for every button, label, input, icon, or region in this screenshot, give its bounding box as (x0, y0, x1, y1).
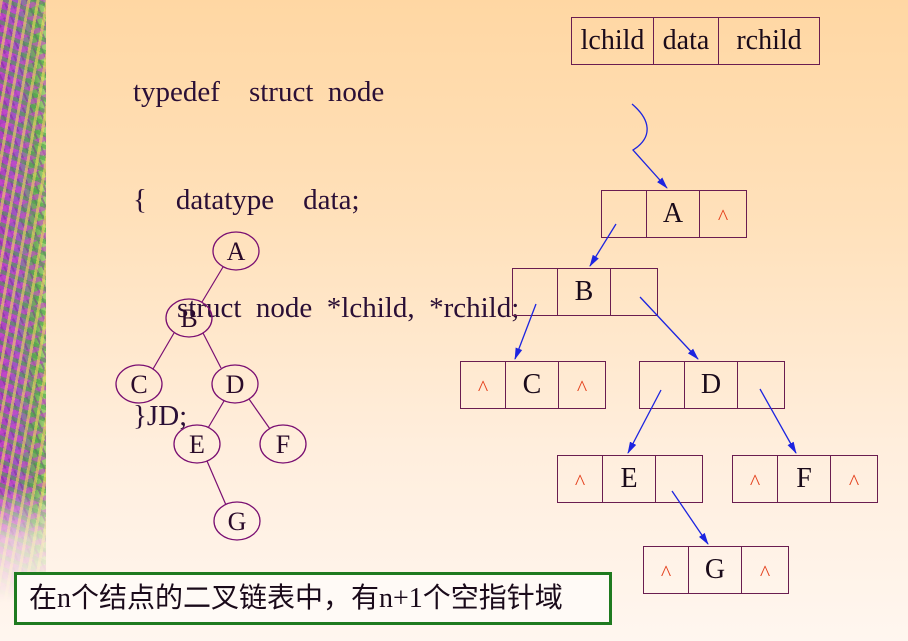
tree-edge-d-f (248, 398, 271, 430)
list-node-c: ^ C ^ (460, 361, 606, 409)
tree-node-b: B (165, 298, 213, 338)
list-node-g-rchild-value: ^ (759, 560, 771, 585)
list-node-c-rchild-value: ^ (576, 375, 588, 400)
list-node-d-data: D (685, 362, 738, 408)
code-line-data-field: { datatype data; (133, 184, 360, 216)
code-line-typedef: typedef struct node (133, 76, 385, 108)
list-node-f: ^ F ^ (732, 455, 878, 503)
tree-node-c: C (115, 364, 163, 404)
tree-node-e-label: E (189, 430, 205, 459)
tree-node-b-circle (165, 298, 213, 338)
tree-node-f-circle (259, 424, 307, 464)
list-node-b-data: B (558, 269, 611, 315)
tree-node-a: A (212, 231, 260, 271)
pointer-arrow-e-to-g (671, 490, 709, 545)
caption-box: 在n个结点的二叉链表中，有n+1个空指针域 (14, 572, 612, 625)
list-node-d-lchild (640, 362, 685, 408)
tree-edge-e-g (206, 460, 227, 506)
tree-edge-a-b (201, 266, 224, 303)
tree-node-a-label: A (227, 237, 246, 266)
format-rchild-cell: rchild (736, 25, 802, 56)
tree-node-a-circle (212, 231, 260, 271)
list-node-e-lchild: ^ (558, 456, 603, 502)
root-pointer-arrow (631, 103, 668, 189)
list-node-g-lchild-value: ^ (660, 560, 672, 585)
pointer-arrow-b-to-d (639, 296, 699, 360)
list-node-g-data: G (689, 547, 742, 593)
tree-node-d-label: D (226, 370, 245, 399)
tree-node-g-label: G (228, 507, 247, 536)
list-node-g: ^ G ^ (643, 546, 789, 594)
list-node-f-lchild-value: ^ (749, 469, 761, 494)
list-node-g-rchild: ^ (742, 547, 788, 593)
format-lchild-cell: lchild (572, 18, 654, 64)
list-node-g-lchild: ^ (644, 547, 689, 593)
tree-node-d: D (211, 364, 259, 404)
list-node-f-rchild-value: ^ (848, 469, 860, 494)
list-node-b: B (512, 268, 658, 316)
list-node-f-lchild: ^ (733, 456, 778, 502)
format-data-cell: data (654, 18, 719, 64)
list-node-d: D (639, 361, 785, 409)
list-node-a-rchild: ^ (700, 191, 746, 237)
decorative-side-strip (0, 0, 46, 641)
list-node-e-lchild-value: ^ (574, 469, 586, 494)
list-node-c-data: C (506, 362, 559, 408)
pointer-arrow-b-to-c (514, 303, 537, 360)
list-node-a-lchild (602, 191, 647, 237)
list-node-a: A ^ (601, 190, 747, 238)
pointer-arrow-d-to-e (627, 389, 662, 454)
pointer-arrow-a-to-b (589, 223, 617, 267)
tree-node-d-circle (211, 364, 259, 404)
list-node-f-rchild: ^ (831, 456, 877, 502)
tree-node-f-label: F (276, 430, 290, 459)
pointer-arrow-d-to-f (759, 388, 797, 454)
tree-node-e-circle (173, 424, 221, 464)
caption-text: 在n个结点的二叉链表中，有n+1个空指针域 (29, 583, 563, 614)
list-node-e: ^ E (557, 455, 703, 503)
code-line-end: }JD; (133, 400, 188, 432)
list-node-c-lchild: ^ (461, 362, 506, 408)
list-node-b-lchild (513, 269, 558, 315)
struct-definition-code: typedef struct node { datatype data; str… (133, 2, 519, 506)
list-node-c-rchild: ^ (559, 362, 605, 408)
list-node-a-rchild-value: ^ (717, 204, 729, 229)
tree-node-c-label: C (130, 370, 147, 399)
list-node-e-data: E (603, 456, 656, 502)
tree-edge-b-d (202, 332, 222, 369)
tree-edge-d-e (207, 400, 225, 429)
tree-node-g: G (213, 501, 261, 541)
tree-edge-b-c (152, 332, 175, 370)
tree-node-e: E (173, 424, 221, 464)
list-node-c-lchild-value: ^ (477, 375, 489, 400)
tree-node-b-label: B (180, 304, 197, 333)
code-line-pointer-fields: struct node *lchild, *rchild; (177, 292, 520, 324)
list-node-a-data: A (647, 191, 700, 237)
tree-node-f: F (259, 424, 307, 464)
tree-node-g-circle (213, 501, 261, 541)
list-node-f-data: F (778, 456, 831, 502)
node-format-box: lchild data rchild (571, 17, 820, 65)
tree-node-c-circle (115, 364, 163, 404)
